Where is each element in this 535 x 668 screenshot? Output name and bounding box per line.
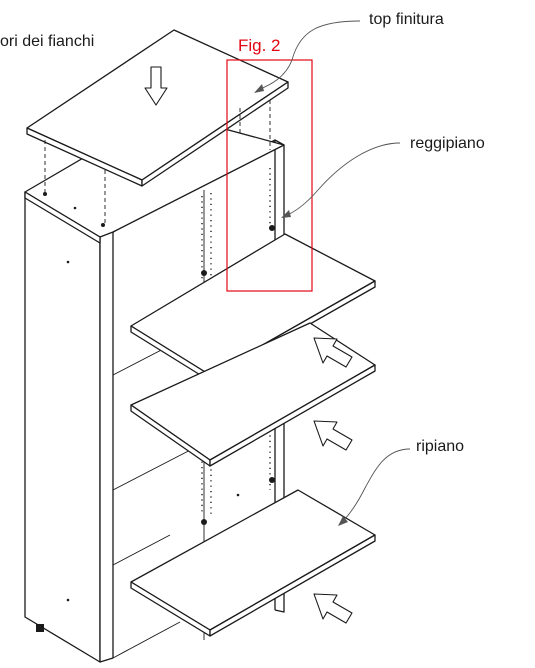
top-finish-panel: [26, 29, 289, 224]
insert-arrow-icon: [313, 593, 353, 624]
insert-arrow-icon: [313, 337, 353, 368]
leader-ripiano: [341, 448, 411, 523]
shelf-2: [130, 322, 376, 467]
shelf-3: [130, 489, 376, 637]
reggipiano-label: reggipiano: [410, 135, 485, 152]
figure-highlight-frame: [226, 59, 313, 292]
leader-reggipiano: [284, 142, 401, 217]
top-note-label: ori dei fianchi: [0, 33, 94, 50]
leader-top-finitura: [257, 20, 361, 91]
top-finitura-label: top finitura: [369, 11, 444, 28]
insert-arrow-icon: [313, 420, 353, 451]
shelf-support-holes: [201, 168, 275, 525]
shelf-peg: [201, 270, 207, 276]
ripiano-label: ripiano: [416, 438, 464, 455]
shelf-peg: [269, 477, 275, 483]
down-arrow-icon: [144, 66, 168, 106]
back-panel: [112, 139, 285, 659]
shelf-peg: [201, 519, 207, 525]
shelf-peg: [269, 225, 275, 231]
left-side-panel: [24, 191, 114, 663]
foot-left: [36, 624, 44, 632]
figure-label: Fig. 2: [238, 36, 281, 55]
